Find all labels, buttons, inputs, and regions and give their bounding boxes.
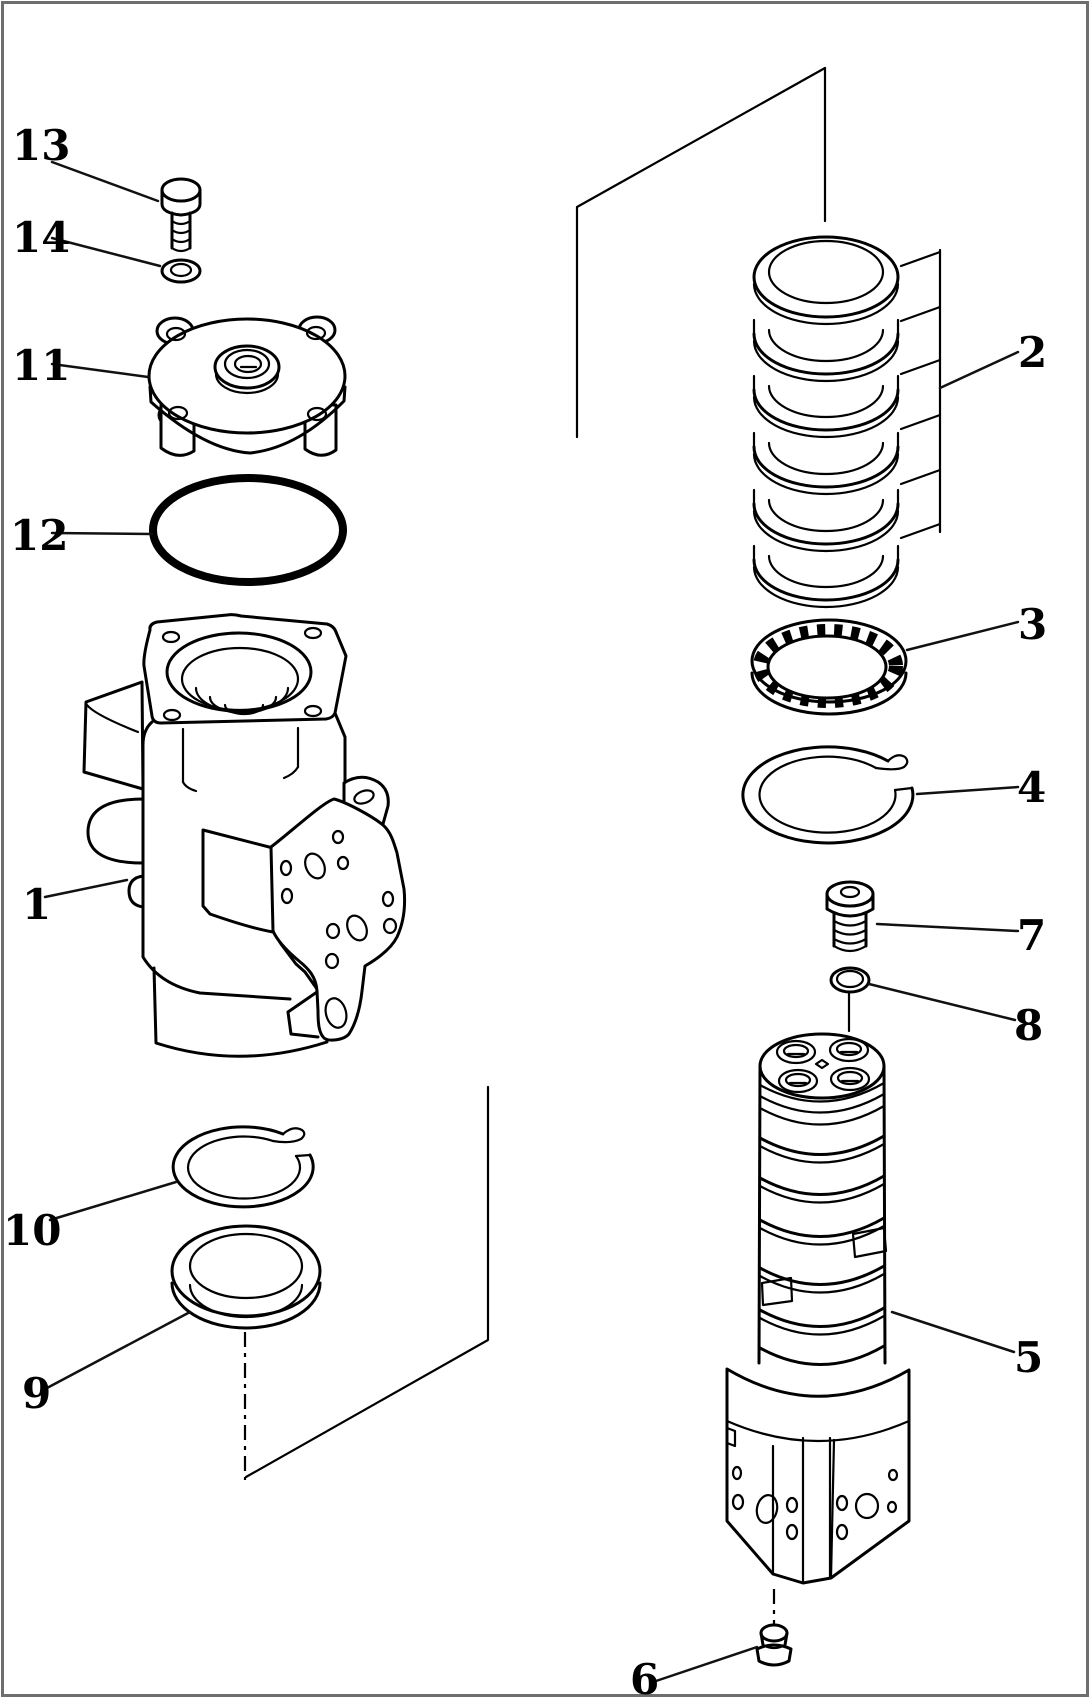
part-4-snap-ring: [741, 745, 915, 845]
leader-9: [45, 1310, 192, 1390]
upper-reference-plane: [575, 66, 827, 439]
part-7-plug: [825, 880, 875, 953]
leader-lines: [43, 160, 1020, 1683]
callout-label-4: 4: [1017, 763, 1046, 812]
part-9-seal-ring: [170, 1224, 322, 1330]
part-8-o-ring: [829, 966, 871, 1033]
leader-2: [938, 350, 1020, 390]
callout-label-13: 13: [12, 121, 70, 170]
callout-label-12: 12: [10, 511, 68, 560]
part-11-cover: [147, 315, 347, 457]
callout-labels: 13 14 11 12 1 10 9 2 3 4 7 8 5 6: [3, 121, 1047, 1698]
callout-label-3: 3: [1018, 600, 1047, 649]
leader-10: [48, 1180, 178, 1222]
leader-13: [50, 160, 160, 203]
leader-7: [875, 922, 1020, 933]
spool-ports: [775, 1037, 871, 1094]
part-5-spool: [725, 1032, 911, 1624]
leader-5: [890, 1310, 1016, 1354]
part-12-o-ring: [149, 474, 347, 586]
part-3-bearing-ring: [750, 618, 908, 716]
part-14-washer: [160, 258, 202, 284]
lower-reference-plane: [243, 1085, 490, 1480]
leader-1: [43, 878, 129, 899]
callout-label-2: 2: [1018, 328, 1047, 377]
callout-label-8: 8: [1014, 1001, 1043, 1050]
callout-label-1: 1: [22, 880, 51, 929]
part-1-body: [82, 613, 407, 1058]
leader-6: [654, 1645, 759, 1683]
leader-14: [50, 236, 162, 268]
leader-4: [915, 785, 1020, 796]
part-6-drain-plug: [755, 1623, 793, 1667]
callout-label-5: 5: [1014, 1333, 1043, 1382]
callout-label-14: 14: [12, 213, 70, 262]
callout-label-10: 10: [3, 1206, 61, 1255]
part-13-bolt: [160, 177, 202, 253]
leader-12: [50, 531, 154, 536]
part-2-seal-ring-stack: [752, 235, 942, 609]
callout-label-6: 6: [630, 1655, 659, 1698]
callout-label-11: 11: [12, 341, 70, 390]
leader-11: [50, 362, 150, 379]
part-10-snap-ring: [171, 1125, 315, 1209]
callout-label-9: 9: [22, 1369, 51, 1418]
part-2-group-line: [899, 248, 942, 540]
leader-8: [867, 982, 1017, 1022]
leader-3: [905, 620, 1020, 652]
callout-label-7: 7: [1017, 911, 1046, 960]
